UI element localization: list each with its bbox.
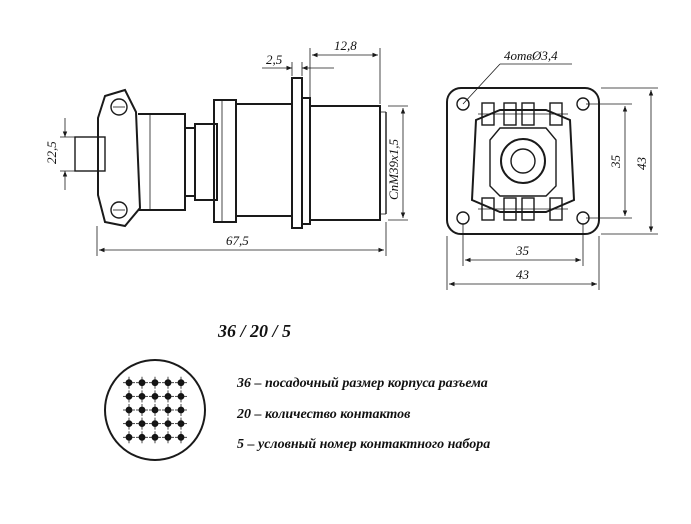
cable-clamp (97, 88, 142, 228)
mount-hole (456, 211, 470, 225)
dim-thread: СпМ39х1,5 (386, 138, 401, 200)
dim-hole-spacing-horizontal: 35 (515, 243, 530, 258)
body (235, 103, 293, 217)
threaded-part (309, 105, 381, 221)
dim-height-left: 22,5 (44, 141, 59, 164)
coupling-nut (138, 113, 186, 211)
side-view: 2,5 12,8 22,5 СпМ39х1,5 67,5 (44, 38, 408, 256)
dim-flange-thickness: 2,5 (266, 52, 283, 67)
contact-layout (104, 359, 206, 461)
flange-plate (446, 87, 600, 235)
designation-code: 36 / 20 / 5 (217, 321, 291, 341)
legend-item: 5 – условный номер контактного набора (237, 437, 490, 452)
dim-flange-height: 43 (634, 157, 649, 171)
dim-flange-width: 43 (516, 267, 530, 282)
contact-layout-circle (104, 359, 206, 461)
center-bore (500, 138, 546, 184)
flange (291, 77, 303, 229)
legend-item: 36 – посадочный размер корпуса разъема (236, 376, 488, 391)
dim-body-length: 12,8 (334, 38, 357, 53)
mount-hole (456, 97, 470, 111)
dim-holes: 4отвØ3,4 (504, 48, 558, 63)
dim-total-length: 67,5 (226, 233, 249, 248)
clamp-screw-top (110, 98, 128, 116)
clamp-screw-bottom (110, 201, 128, 219)
legend-item: 20 – количество контактов (236, 407, 411, 422)
front-view: 4отвØ3,4 35 43 35 43 (446, 48, 658, 290)
dim-hole-spacing-vertical: 35 (608, 155, 623, 170)
cable-stub (74, 136, 106, 172)
